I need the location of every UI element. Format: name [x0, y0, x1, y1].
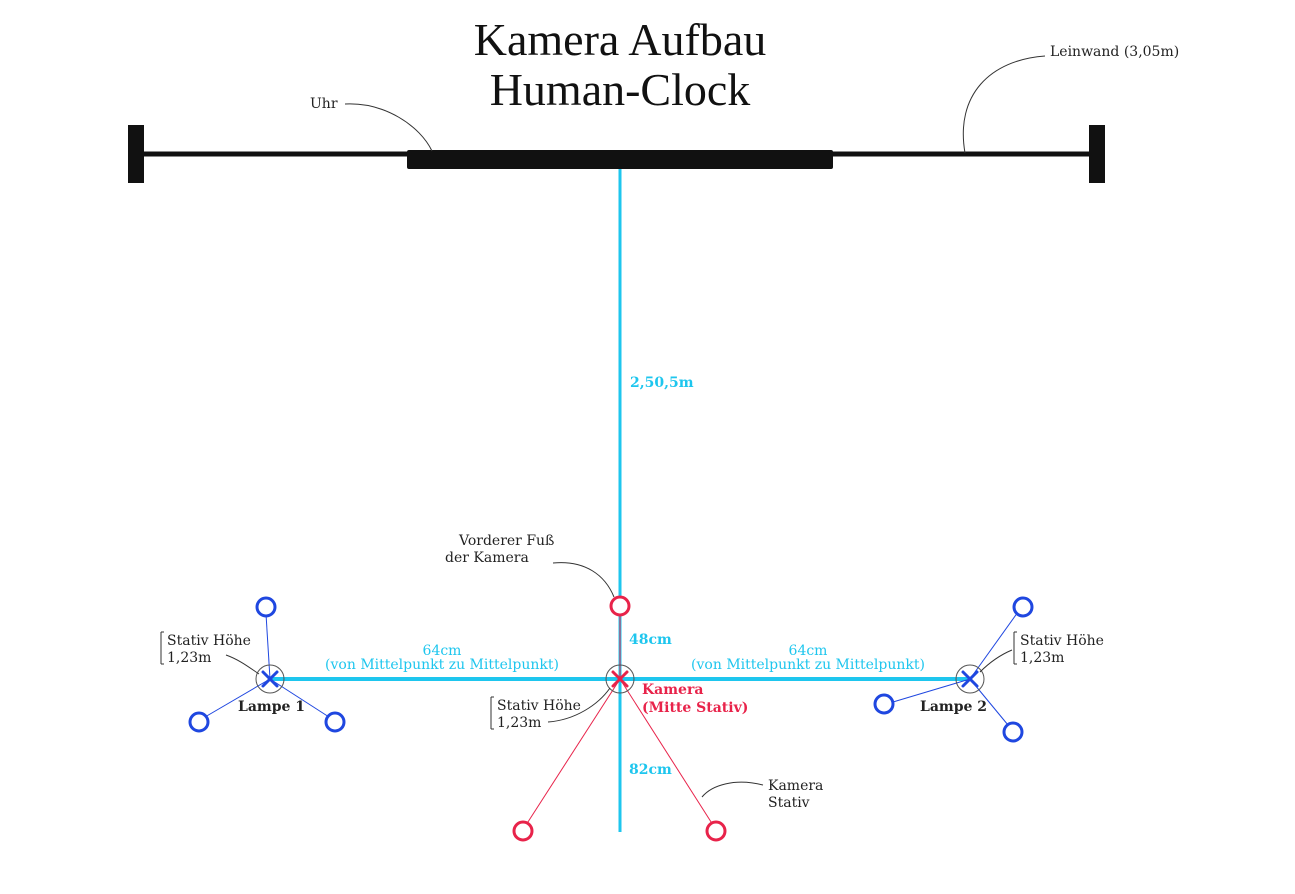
dist-left-line2: (von Mittelpunkt zu Mittelpunkt) [325, 657, 559, 673]
camera-leg-left [525, 678, 621, 826]
lamp1-tripod [188, 596, 346, 733]
stativ-center-line2: 1,23m [497, 715, 541, 731]
uhr-label: Uhr [310, 96, 338, 112]
camera-foot-right [705, 820, 727, 842]
stativ-center-leader [547, 687, 611, 723]
dist-right-line2: (von Mittelpunkt zu Mittelpunkt) [691, 657, 925, 673]
screen-right-post [1089, 125, 1105, 183]
vorderer-fuss-line2: der Kamera [445, 550, 529, 566]
screen-leinwand [128, 125, 1105, 183]
uhr-leader [344, 103, 433, 152]
kamera-stativ-line2: Stativ [768, 795, 810, 811]
lamp1-leg-right [269, 678, 330, 718]
lamp1-foot-right [324, 711, 346, 733]
lamp1-foot-left [188, 711, 210, 733]
kamera-stativ-line1: Kamera [768, 778, 823, 794]
stativ-left-leader [225, 654, 260, 675]
kamera-label-line1: Kamera [642, 682, 703, 698]
stativ-right-line1: Stativ Höhe [1020, 633, 1104, 649]
lamp1-leg-left [204, 678, 271, 718]
screen-left-post [128, 125, 144, 183]
lamp1-leg-top [265, 613, 271, 680]
stativ-left-line1: Stativ Höhe [167, 633, 251, 649]
lamp2-foot-right [1002, 721, 1024, 743]
title-line1: Kamera Aufbau [474, 14, 767, 65]
camera-tripod [512, 595, 727, 842]
lamp2-leg-top [969, 611, 1019, 680]
lamp2-foot-left [873, 693, 895, 715]
lamp1-center-ring [255, 664, 285, 694]
vorderer-fuss-leader [552, 562, 615, 598]
lamp2-label: Lampe 2 [920, 699, 987, 715]
lamp2-tripod [873, 596, 1034, 743]
lamp1-center-x-icon [261, 670, 279, 688]
lamp1-label: Lampe 1 [238, 699, 305, 715]
dist-48-label: 48cm [629, 632, 672, 648]
lamp2-center-ring [955, 664, 985, 694]
camera-leg-right [619, 678, 714, 826]
dist-right-line1: 64cm [789, 643, 828, 659]
lamp2-center-x-icon [961, 670, 979, 688]
kamera-stativ-leader [701, 781, 764, 798]
clock-bar [407, 150, 833, 169]
vorderer-fuss-line1: Vorderer Fuß [458, 533, 554, 549]
camera-foot-front [609, 595, 631, 617]
stativ-right-bracket [1013, 631, 1017, 665]
distance-main-label: 2,50,5m [630, 375, 694, 391]
leinwand-leader [962, 55, 1046, 154]
stativ-right-leader [979, 649, 1013, 673]
lamp2-leg-left [892, 678, 971, 703]
kamera-label-line2: (Mitte Stativ) [642, 700, 748, 716]
camera-foot-left [512, 820, 534, 842]
stativ-center-line1: Stativ Höhe [497, 698, 581, 714]
lamp2-foot-top [1012, 596, 1034, 618]
title-line2: Human-Clock [490, 64, 751, 115]
camera-center-ring [605, 664, 635, 694]
leinwand-label: Leinwand (3,05m) [1050, 44, 1179, 60]
dist-left-line1: 64cm [423, 643, 462, 659]
dist-82-label: 82cm [629, 762, 672, 778]
stativ-left-line2: 1,23m [167, 650, 211, 666]
stativ-center-bracket [490, 696, 494, 730]
lamp1-foot-top [255, 596, 277, 618]
camera-center-x-icon [611, 670, 629, 688]
stativ-right-line2: 1,23m [1020, 650, 1064, 666]
stativ-left-bracket [160, 631, 164, 665]
